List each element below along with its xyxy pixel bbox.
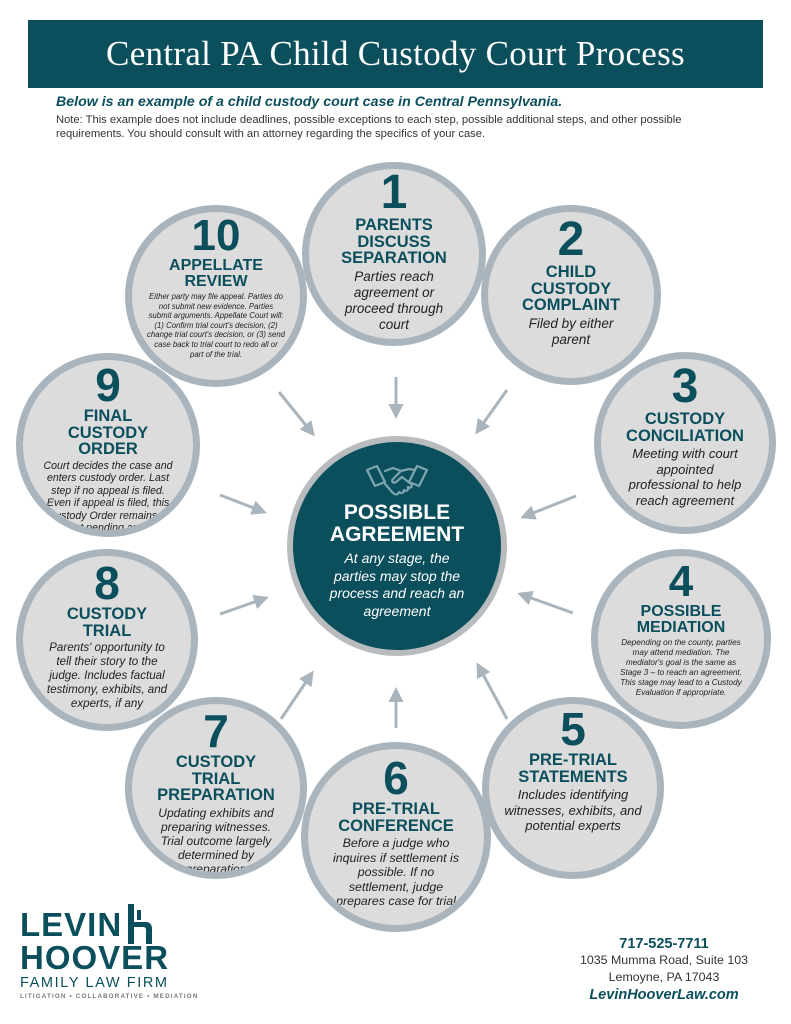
intro-lead: Below is an example of a child custody c… [56,94,563,110]
step-title: PRE-TRIAL CONFERENCE [338,800,454,835]
step-title: PARENTS DISCUSS SEPARATION [341,216,447,267]
step-title: CUSTODY TRIAL PREPARATION [157,753,275,804]
arrow-2 [475,389,509,435]
step-8: 8 CUSTODY TRIAL Parents' opportunity to … [16,549,198,731]
step-description: Meeting with court appointed professiona… [628,446,742,508]
center-description: At any stage, the parties may stop the p… [329,550,465,619]
step-7: 7 CUSTODY TRIAL PREPARATION Updating exh… [125,697,307,879]
logo-line-1: LEVIN [20,906,123,943]
intro-note: Note: This example does not include dead… [56,114,682,140]
center-title: POSSIBLE AGREEMENT [329,501,465,547]
step-title: CUSTODY CONCILIATION [626,410,744,445]
step-description: Parents' opportunity to tell their story… [46,641,168,710]
handshake-icon [365,464,429,496]
step-number: 1 [380,166,408,219]
step-description: Depending on the county, parties may att… [620,638,742,697]
step-number: 8 [94,557,120,609]
header-banner: Central PA Child Custody Court Process [28,20,763,88]
step-description: Filed by either parent [528,315,614,347]
step-10: 10 APPELLATE REVIEW Either party may fil… [125,205,307,387]
firm-logo: LEVIN HOOVER FAMILY LAW FIRM LITIGATION … [20,904,200,1000]
step-title: CHILD CUSTODY COMPLAINT [521,263,621,314]
step-6: 6 PRE-TRIAL CONFERENCE Before a judge wh… [301,742,491,932]
step-2: 2 CHILD CUSTODY COMPLAINT Filed by eithe… [481,205,661,385]
step-description: Parties reach agreement or proceed throu… [344,268,444,332]
address-line-2: Lemoyne, PA 17043 [608,970,720,984]
intro: Below is an example of a child custody c… [56,94,746,141]
arrow-5 [476,662,509,720]
step-title: PRE-TRIAL STATEMENTS [518,751,628,786]
logo-mark-icon [128,904,152,944]
logo-tagline: LITIGATION • COLLABORATIVE • MEDIATION [20,993,199,1000]
step-9: 9 FINAL CUSTODY ORDER Court decides the … [16,353,200,537]
step-number: 3 [671,360,699,413]
step-3: 3 CUSTODY CONCILIATION Meeting with cour… [594,352,776,534]
step-number: 5 [560,703,586,755]
page-title: Central PA Child Custody Court Process [106,34,685,73]
logo-line-3: FAMILY LAW FIRM [20,975,169,991]
step-1: 1 PARENTS DISCUSS SEPARATION Parties rea… [302,162,486,346]
step-number: 10 [191,211,241,260]
step-description: Updating exhibits and preparing witnesse… [158,805,274,876]
step-title: APPELLATE REVIEW [169,257,263,290]
step-description: Either party may file appeal. Parties do… [147,292,286,359]
step-number: 7 [203,705,229,757]
step-description: Before a judge who inquires if settlemen… [332,836,460,908]
logo-line-2: HOOVER [20,939,170,976]
possible-agreement-center: POSSIBLE AGREEMENT At any stage, the par… [287,436,507,656]
arrow-7 [279,670,314,720]
step-5: 5 PRE-TRIAL STATEMENTS Includes identify… [482,697,664,879]
arrow-9 [219,493,267,515]
step-number: 6 [383,752,409,804]
arrow-10 [277,391,315,437]
step-title: FINAL CUSTODY ORDER [67,407,149,458]
step-title: CUSTODY TRIAL [66,605,148,640]
step-4: 4 POSSIBLE MEDIATION Depending on the co… [591,549,771,729]
address-line-1: 1035 Mumma Road, Suite 103 [579,953,749,967]
arrow-8 [219,594,269,616]
contact-info: 717-525-7711 1035 Mumma Road, Suite 103 … [559,936,769,1003]
website-link[interactable]: LevinHooverLaw.com [589,987,739,1003]
step-number: 4 [668,557,694,606]
phone-number[interactable]: 717-525-7711 [619,936,709,952]
step-number: 2 [557,213,585,266]
step-title: POSSIBLE MEDIATION [636,603,726,636]
step-description: Includes identifying witnesses, exhibits… [504,787,642,833]
step-number: 9 [95,359,121,411]
arrow-4 [517,590,574,615]
arrow-3 [520,494,577,520]
step-description: Court decides the case and enters custod… [43,459,173,535]
